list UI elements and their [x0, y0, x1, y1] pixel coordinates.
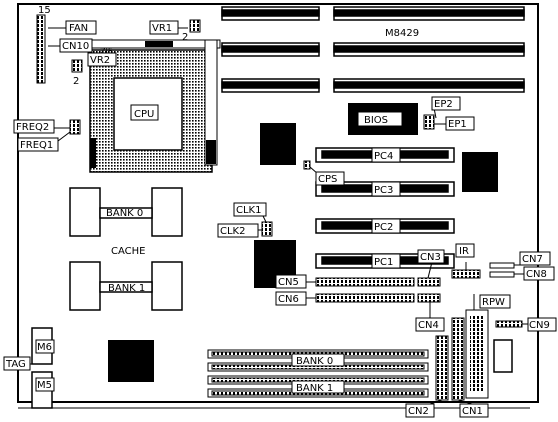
cn3-header	[417, 277, 441, 287]
pin-15-label: 15	[38, 5, 51, 16]
board-outline	[17, 3, 539, 403]
simm-bank1-label: BANK 1	[296, 383, 333, 394]
ir-header	[451, 269, 481, 279]
cn1-connector	[451, 317, 465, 401]
chipset	[108, 123, 498, 382]
simm-bank0-label: BANK 0	[296, 356, 333, 367]
cn8-connector	[489, 271, 515, 278]
callout-cn8: CN8	[526, 269, 547, 280]
slot-pc3: PC3	[374, 185, 393, 196]
slot-pc4: PC4	[374, 151, 393, 162]
cn7-connector	[489, 262, 515, 269]
callout-m6: M6	[37, 342, 52, 353]
callout-cn2: CN2	[408, 406, 429, 417]
cn4-header	[417, 293, 441, 303]
callout-ep2: EP2	[434, 99, 453, 110]
keyboard-connector	[493, 339, 513, 373]
cpu-label: CPU	[134, 109, 154, 120]
cn6-header	[315, 293, 415, 303]
cn2-connector	[435, 335, 449, 401]
cps-jumper	[303, 160, 311, 170]
freq-jumpers	[69, 119, 81, 135]
model-label: M8429	[385, 28, 419, 39]
callout-cn6: CN6	[278, 294, 299, 305]
cpu-socket	[89, 39, 221, 173]
vr1-jumper	[189, 19, 201, 33]
clk-jumpers	[261, 221, 273, 237]
callout-cn1: CN1	[462, 406, 483, 417]
callout-clk2: CLK2	[220, 226, 245, 237]
callout-fan: FAN	[69, 23, 88, 34]
pin-2-vr2: 2	[73, 76, 79, 87]
callout-cn3: CN3	[420, 252, 441, 263]
ep-jumpers	[423, 114, 435, 130]
callout-cn10: CN10	[62, 41, 89, 52]
callout-tag: TAG	[5, 359, 26, 370]
isa-slots	[221, 6, 525, 93]
callout-vr2: VR2	[90, 55, 110, 66]
zif-label: ZIF	[100, 47, 113, 56]
front-panel-header	[36, 14, 46, 84]
callout-ep1: EP1	[448, 119, 467, 130]
cache-chips	[69, 187, 183, 311]
cn9-header	[495, 320, 523, 328]
callout-cn7: CN7	[522, 254, 543, 265]
callout-m5: M5	[37, 380, 52, 391]
cache-bank1-label: BANK 1	[108, 283, 145, 294]
cache-bank0-label: BANK 0	[106, 208, 143, 219]
callout-freq1: FREQ1	[20, 140, 53, 151]
pin-2-vr1: 2	[182, 32, 188, 43]
callout-clk1: CLK1	[236, 205, 261, 216]
cn5-header	[315, 277, 415, 287]
callout-vr1: VR1	[152, 23, 172, 34]
callout-rpw: RPW	[482, 297, 505, 308]
cache-label: CACHE	[111, 246, 145, 257]
callout-freq2: FREQ2	[16, 122, 49, 133]
callout-cn9: CN9	[529, 320, 550, 331]
callout-cn4: CN4	[418, 320, 439, 331]
slot-pc1: PC1	[374, 257, 393, 268]
slot-pc2: PC2	[374, 222, 393, 233]
callout-cps: CPS	[318, 174, 337, 185]
vr2-jumper	[71, 59, 83, 73]
bios-label: BIOS	[364, 115, 388, 126]
callout-cn5: CN5	[278, 277, 299, 288]
callout-ir: IR	[459, 246, 469, 257]
